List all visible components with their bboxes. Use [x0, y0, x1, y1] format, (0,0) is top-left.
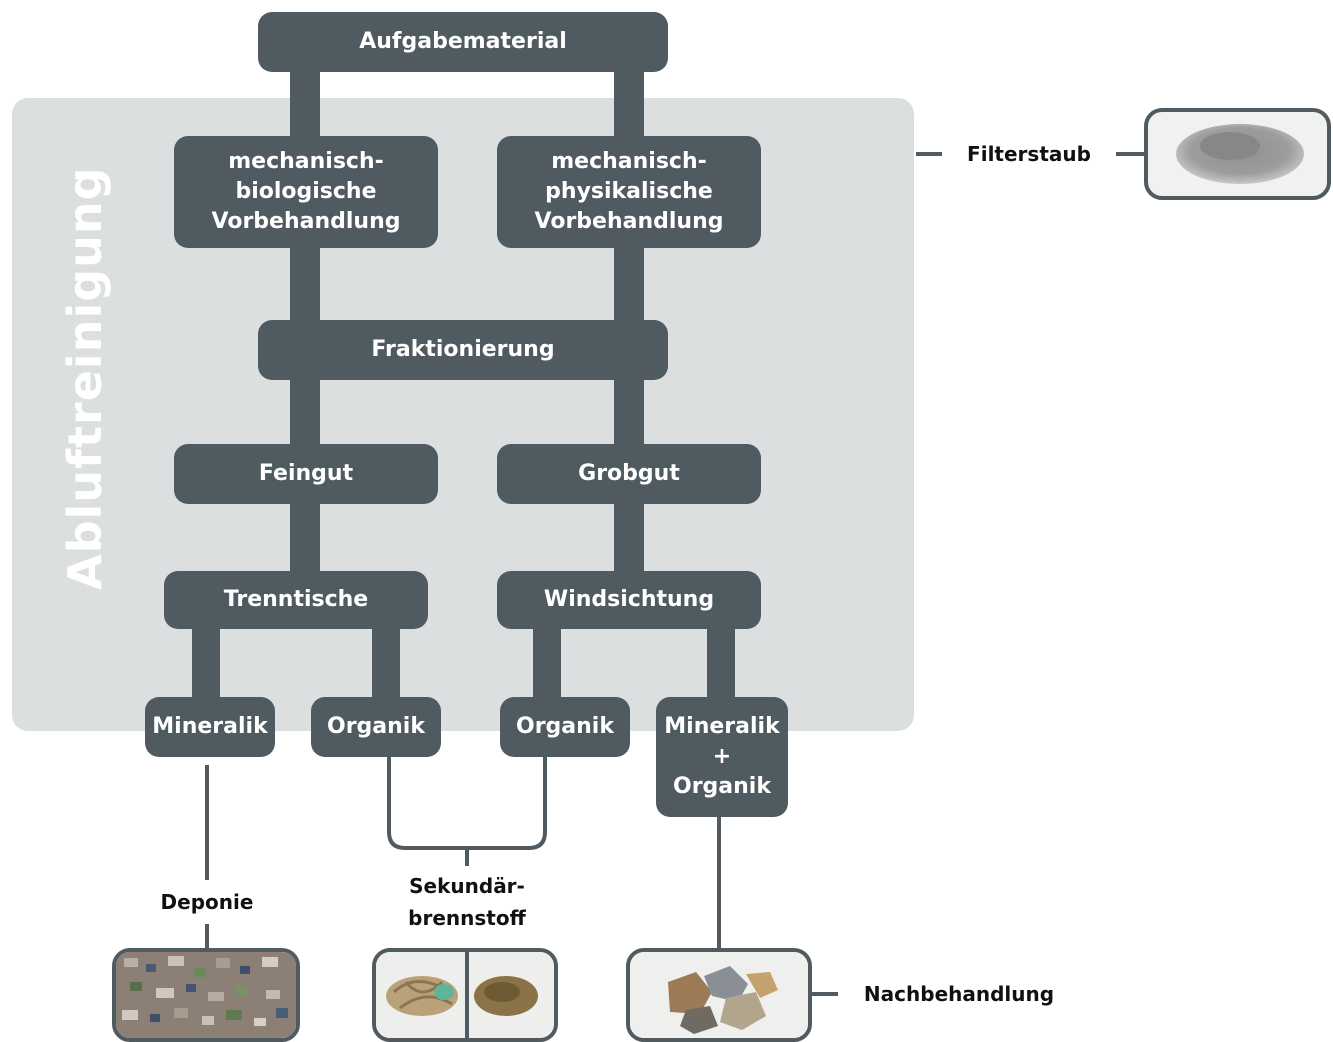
edge-feingut-trenntische: [290, 500, 320, 575]
node-trenntische: Trenntische: [164, 571, 428, 629]
edge-aufgabe-mbv: [290, 70, 320, 140]
exhaust-air-cleaning-panel: [12, 98, 914, 731]
edge-aufgabe-mpv: [614, 70, 644, 140]
photo-nachbehandlung: [626, 948, 812, 1042]
node-mineralik-organik: Mineralik + Organik: [656, 697, 788, 817]
label-sekundaerbrennstoff: Sekundär- brennstoff: [408, 874, 526, 930]
mixed-minerals-icon: [116, 952, 296, 1038]
node-fraktionierung: Fraktionierung: [258, 320, 668, 380]
node-organik-windsichtung: Organik: [500, 697, 630, 757]
node-mechanisch-biologische-vorbehandlung: mechanisch- biologische Vorbehandlung: [174, 136, 438, 248]
node-mineralik: Mineralik: [145, 697, 275, 757]
photo-filterstaub: [1144, 108, 1331, 200]
node-organik-trenntische: Organik: [311, 697, 441, 757]
node-feingut: Feingut: [174, 444, 438, 504]
dust-pile-icon: [1176, 124, 1304, 184]
edge-windsichtung-organik: [533, 625, 561, 701]
node-mechanisch-physikalische-vorbehandlung: mechanisch- physikalische Vorbehandlung: [497, 136, 761, 248]
edge-fraktionierung-grobgut: [614, 378, 644, 448]
label-deponie: Deponie: [160, 890, 254, 914]
label-nachbehandlung: Nachbehandlung: [863, 982, 1055, 1006]
edge-mpv-fraktionierung: [614, 245, 644, 323]
node-grobgut: Grobgut: [497, 444, 761, 504]
stones-icon: [630, 952, 808, 1038]
line-organik-merge: [387, 757, 547, 850]
node-aufgabematerial: Aufgabematerial: [258, 12, 668, 72]
node-windsichtung: Windsichtung: [497, 571, 761, 629]
edge-trenntische-organik: [372, 625, 400, 701]
organic-fibres-icon: [376, 952, 554, 1038]
edge-mbv-fraktionierung: [290, 245, 320, 323]
photo-deponie: [112, 948, 300, 1042]
label-filterstaub: Filterstaub: [967, 142, 1091, 166]
edge-fraktionierung-feingut: [290, 378, 320, 448]
edge-grobgut-windsichtung: [614, 500, 644, 575]
edge-windsichtung-mineralik-organik: [707, 625, 735, 701]
edge-trenntische-mineralik: [192, 625, 220, 701]
photo-sekundaerbrennstoff: [372, 948, 558, 1042]
